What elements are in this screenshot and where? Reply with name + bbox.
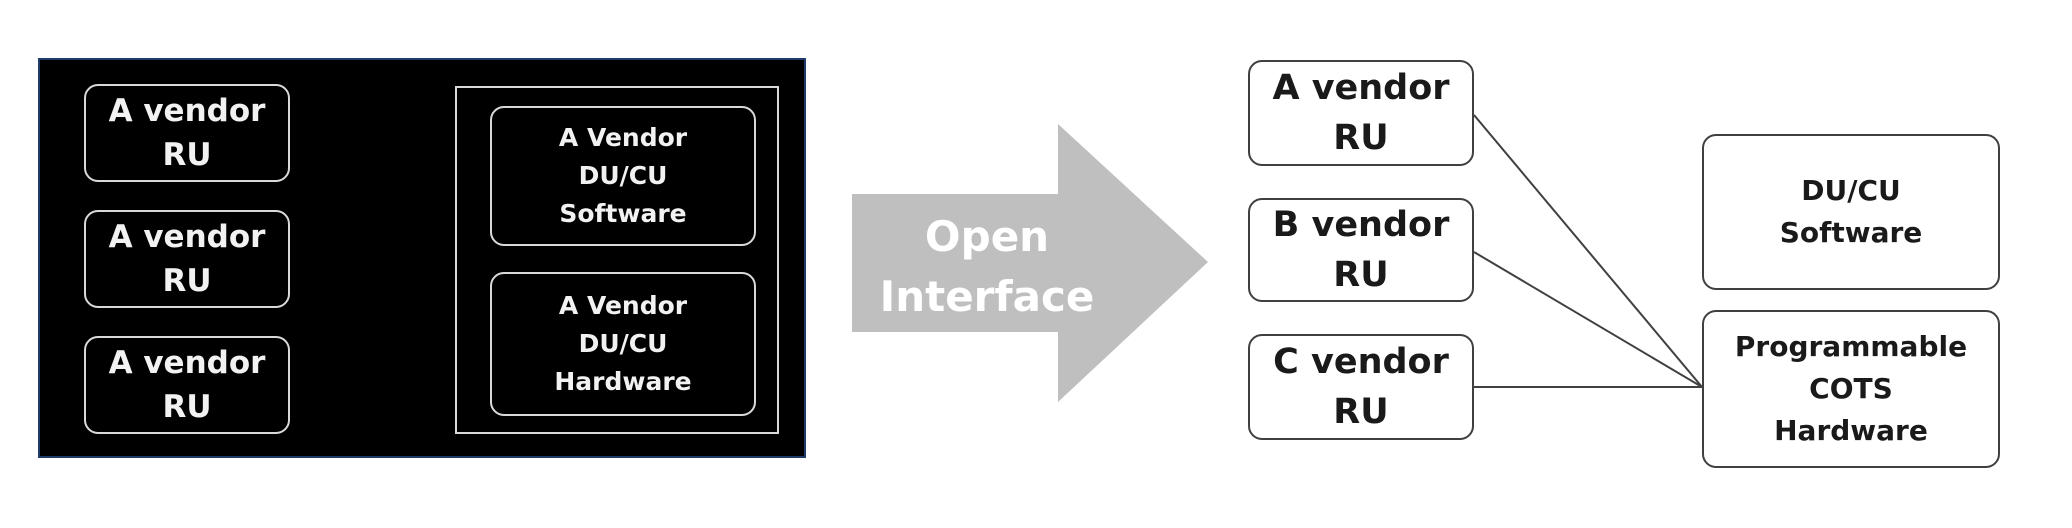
closed-ru-label-1: A vendor RU [108,93,266,173]
open-ru-box-b: B vendor RU [1248,198,1474,302]
closed-ru-label-3: A vendor RU [108,345,266,425]
open-ru-box-a: A vendor RU [1248,60,1474,166]
open-ru-label-b: B vendor RU [1272,205,1450,295]
open-software-label: DU/CU Software [1779,174,1923,249]
arrow-label: Open Interface [879,212,1095,321]
closed-software-label: A Vendor DU/CU Software [558,123,688,228]
right-connector-2 [1473,251,1703,388]
open-ru-box-c: C vendor RU [1248,334,1474,440]
open-software-box: DU/CU Software [1702,134,2000,290]
closed-ru-label-2: A vendor RU [108,219,266,299]
open-ru-label-a: A vendor RU [1272,68,1450,158]
closed-hardware-box: A Vendor DU/CU Hardware [490,272,756,416]
right-connector-1 [1473,114,1703,388]
closed-ru-box-1: A vendor RU [84,84,290,182]
closed-software-box: A Vendor DU/CU Software [490,106,756,246]
closed-ru-box-3: A vendor RU [84,336,290,434]
open-interface-arrow [852,124,1208,402]
arrow-shape [852,124,1208,402]
closed-ru-box-2: A vendor RU [84,210,290,308]
closed-hardware-label: A Vendor DU/CU Hardware [554,291,692,396]
open-hardware-box: Programmable COTS Hardware [1702,310,2000,468]
open-hardware-label: Programmable COTS Hardware [1734,330,1968,447]
open-ru-label-c: C vendor RU [1273,342,1449,432]
